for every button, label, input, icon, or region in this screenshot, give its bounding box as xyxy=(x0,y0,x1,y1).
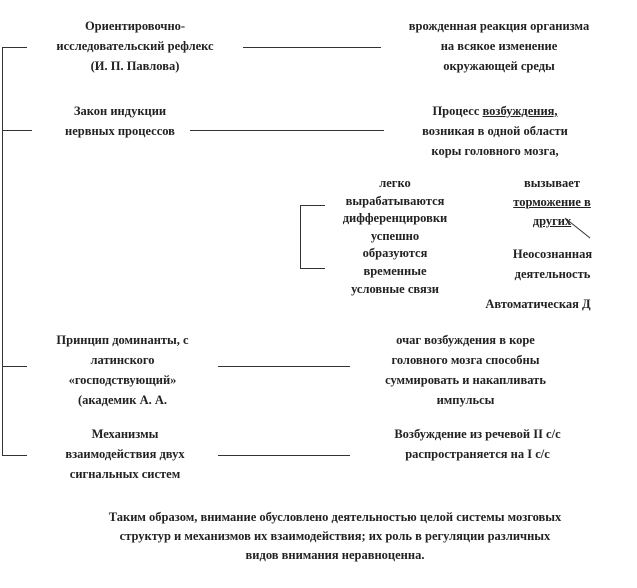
branch-a-line-5: образуются xyxy=(362,246,428,261)
induction-left-line-2: нервных процессов xyxy=(65,124,175,138)
orient-right-line-3: окружающей среды xyxy=(443,59,555,73)
dominant-left-line-1: Принцип доминанты, с xyxy=(56,333,189,347)
branch-a-line-4: успешно xyxy=(370,228,420,243)
orient-right-line-2: на всякое изменение xyxy=(440,39,558,53)
dominant-right-line-4: импульсы xyxy=(436,393,495,407)
inhibition-phrase: торможение в xyxy=(513,195,591,209)
mechanisms-left-line-1: Механизмы xyxy=(91,427,159,441)
orient-left-stub xyxy=(2,47,27,48)
branch-a-line-6: временные xyxy=(363,263,427,278)
mechanisms-right-text: Возбуждение из речевой II с/с распростра… xyxy=(370,424,585,464)
automatic-activity-text: Автоматическая Д xyxy=(485,297,591,311)
orient-left-line-1: Ориентировочно- xyxy=(84,19,186,33)
induction-connector xyxy=(190,130,384,131)
dominant-right-line-3: суммировать и накапливать xyxy=(385,373,546,387)
dominant-right-line-2: головного мозга способны xyxy=(391,353,540,367)
orient-right-line-1: врожденная реакция организма xyxy=(408,19,590,33)
induction-left-text: Закон индукции нервных процессов xyxy=(40,101,200,141)
branch-a-line-3: дифференцировки xyxy=(342,211,448,226)
branch-bracket-top xyxy=(300,205,325,206)
conclusion-line-1: Таким образом, внимание обусловлено деят… xyxy=(108,510,562,524)
excitation-word: возбуждения, xyxy=(482,104,558,118)
induction-right-line-3: коры головного мозга, xyxy=(431,144,559,158)
dominant-left-line-3: «господствующий» xyxy=(68,373,177,387)
induction-left-stub xyxy=(2,130,32,131)
dominant-left-line-4: (академик А. А. xyxy=(77,393,168,407)
branch-a-text: легко вырабатываются дифференцировки усп… xyxy=(330,175,460,298)
induction-right-prefix: Процесс xyxy=(432,104,483,118)
branch-bracket-bottom xyxy=(300,268,325,269)
orient-left-line-3: (И. П. Павлова) xyxy=(90,59,180,73)
branch-b-line-3: других xyxy=(532,214,572,228)
mechanisms-left-stub xyxy=(2,455,27,456)
branch-b-line-1: вызывает xyxy=(524,176,580,190)
dominant-left-line-2: латинского xyxy=(90,353,155,367)
dominant-left-text: Принцип доминанты, с латинского «господс… xyxy=(30,330,215,410)
dominant-right-text: очаг возбуждения в коре головного мозга … xyxy=(358,330,573,410)
induction-right-line-2: возникая в одной области xyxy=(422,124,568,138)
induction-left-line-1: Закон индукции xyxy=(73,104,167,118)
unconscious-line-1: Неосознанная xyxy=(512,247,593,261)
orient-left-line-2: исследовательский рефлекс xyxy=(56,39,214,53)
unconscious-activity-text: Неосознанная деятельность xyxy=(490,244,615,284)
orient-connector xyxy=(243,47,381,48)
branch-b-text: вызывает торможение в других xyxy=(492,174,612,231)
left-spine xyxy=(2,47,3,456)
dominant-connector xyxy=(218,366,350,367)
mechanisms-left-line-2: взаимодействия двух xyxy=(65,447,185,461)
mechanisms-right-line-1: Возбуждение из речевой II с/с xyxy=(394,427,561,441)
dominant-right-line-1: очаг возбуждения в коре xyxy=(396,333,535,347)
conclusion-line-2: структур и механизмов их взаимодействия;… xyxy=(119,529,551,543)
branch-a-line-2: вырабатываются xyxy=(345,193,445,208)
dominant-left-stub xyxy=(2,366,27,367)
mechanisms-connector xyxy=(218,455,350,456)
mechanisms-left-line-3: сигнальных систем xyxy=(69,467,181,481)
orient-left-text: Ориентировочно- исследовательский рефлек… xyxy=(40,16,230,76)
induction-right-text: Процесс возбуждения, возникая в одной об… xyxy=(390,101,600,161)
unconscious-line-2: деятельность xyxy=(514,267,591,281)
conclusion-text: Таким образом, внимание обусловлено деят… xyxy=(40,508,630,565)
branch-a-line-1: легко xyxy=(379,176,411,190)
mechanisms-right-line-2: распространяется на I с/с xyxy=(405,447,550,461)
conclusion-line-3: видов внимания неравноценна. xyxy=(245,548,425,562)
induction-right-line-1: Процесс возбуждения, xyxy=(390,101,600,121)
orient-right-text: врожденная реакция организма на всякое и… xyxy=(384,16,614,76)
branch-bracket-vertical xyxy=(300,205,301,269)
mechanisms-left-text: Механизмы взаимодействия двух сигнальных… xyxy=(45,424,205,484)
branch-a-line-7: условные связи xyxy=(351,281,439,296)
